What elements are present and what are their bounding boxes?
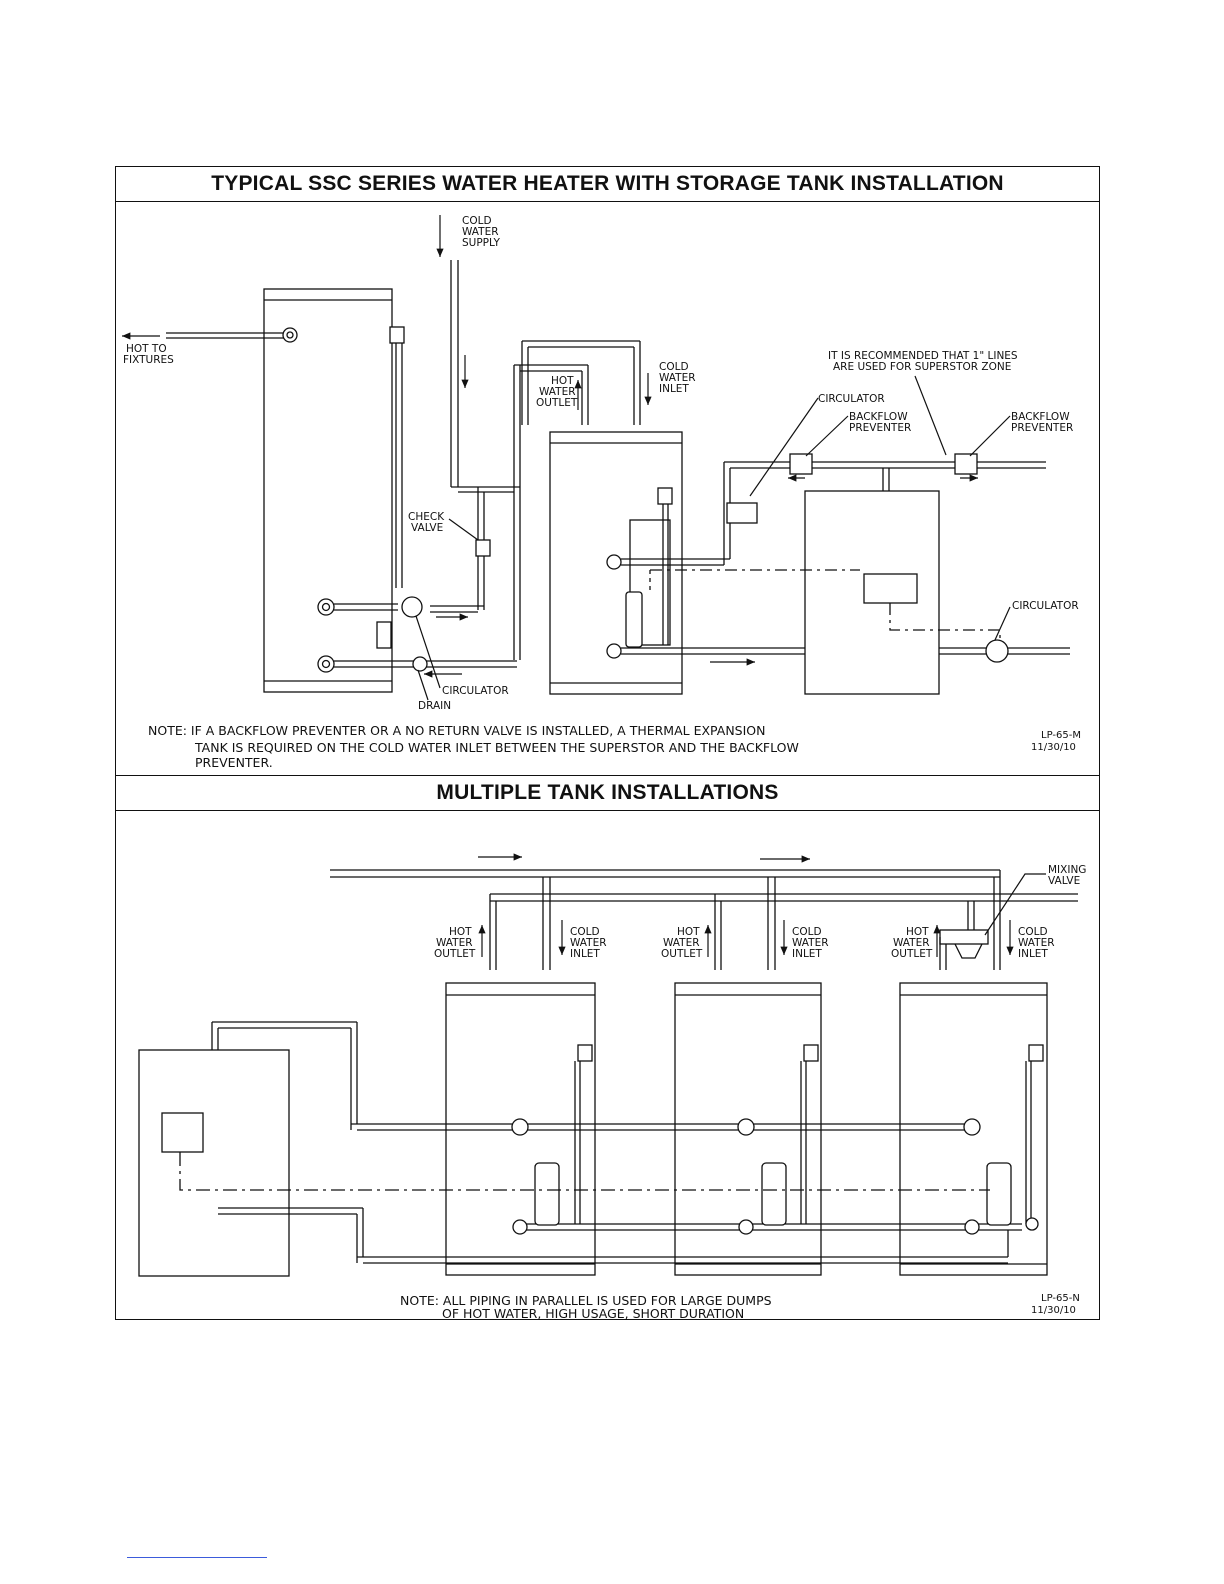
label-recommend-2: ARE USED FOR SUPERSTOR ZONE <box>833 361 1011 373</box>
tank2-hot-label-1: HOT <box>677 926 700 938</box>
bottom-ref-1: LP-65-N <box>1041 1293 1080 1304</box>
label-hot-outlet-1: HOT <box>551 375 574 387</box>
footer-rule <box>127 1557 267 1558</box>
tank1-hot-label-1: HOT <box>449 926 472 938</box>
tank3-hot-label-2: WATER <box>893 937 930 949</box>
top-note-3: PREVENTER. <box>195 755 273 770</box>
top-piping <box>166 260 1070 695</box>
label-hot-fixtures-2: FIXTURES <box>123 354 174 366</box>
label-hot-outlet-2: WATER <box>539 386 576 398</box>
label-cold-supply-3: SUPPLY <box>462 237 500 249</box>
top-note-2: TANK IS REQUIRED ON THE COLD WATER INLET… <box>194 740 799 755</box>
label-hot-outlet-3: OUTLET <box>536 397 578 409</box>
label-backflow-1a: BACKFLOW <box>849 411 908 423</box>
bottom-panel-title: MULTIPLE TANK INSTALLATIONS <box>116 775 1099 811</box>
label-check-valve-2: VALVE <box>411 522 443 534</box>
label-cold-inlet-2: WATER <box>659 372 696 384</box>
top-panel-title: TYPICAL SSC SERIES WATER HEATER WITH STO… <box>116 167 1099 202</box>
diagram-frame: TYPICAL SSC SERIES WATER HEATER WITH STO… <box>115 166 1100 1320</box>
tank2-cold-label-2: WATER <box>792 937 829 949</box>
tank2-hot-label-3: OUTLET <box>661 948 703 960</box>
top-labels: COLD WATER SUPPLY HOT TO FIXTURES HOT WA… <box>123 215 1081 770</box>
label-cold-supply-1: COLD <box>462 215 492 227</box>
tank1-cold-label-3: INLET <box>570 948 600 960</box>
label-circulator-top: CIRCULATOR <box>818 393 885 405</box>
label-backflow-2b: PREVENTER <box>1011 422 1073 434</box>
label-cold-supply-2: WATER <box>462 226 499 238</box>
bottom-flow-arrows <box>478 853 1046 957</box>
tank1-cold-label-1: COLD <box>570 926 600 938</box>
top-ref-2: 11/30/10 <box>1031 742 1076 753</box>
bottom-note-1: NOTE: ALL PIPING IN PARALLEL IS USED FOR… <box>400 1293 772 1308</box>
label-check-valve-1: CHECK <box>408 511 445 523</box>
bottom-piping <box>138 869 1078 1277</box>
label-recommend-1: IT IS RECOMMENDED THAT 1" LINES <box>828 350 1018 362</box>
label-mixing-valve-2: VALVE <box>1048 875 1080 887</box>
top-note-1: NOTE: IF A BACKFLOW PREVENTER OR A NO RE… <box>148 723 766 738</box>
label-backflow-2a: BACKFLOW <box>1011 411 1070 423</box>
tank2-cold-label-3: INLET <box>792 948 822 960</box>
top-ref-1: LP-65-M <box>1041 730 1081 741</box>
bottom-labels: MIXING VALVE HOT WATER OUTLET COLD WATER… <box>400 864 1086 1321</box>
label-backflow-1b: PREVENTER <box>849 422 911 434</box>
boiler-bottom <box>138 1049 290 1277</box>
tank3-hot-label-1: HOT <box>906 926 929 938</box>
tank2-hot-label-2: WATER <box>663 937 700 949</box>
tank3-cold-label-1: COLD <box>1018 926 1048 938</box>
label-mixing-valve-1: MIXING <box>1048 864 1086 876</box>
label-circulator-right: CIRCULATOR <box>1012 600 1079 612</box>
label-hot-fixtures-1: HOT TO <box>126 343 167 355</box>
tank1-hot-label-2: WATER <box>436 937 473 949</box>
tank3-cold-label-3: INLET <box>1018 948 1048 960</box>
storage-tank <box>263 288 393 693</box>
top-flow-arrows <box>122 215 1011 701</box>
tank1-cold-label-2: WATER <box>570 937 607 949</box>
label-circulator-bottom: CIRCULATOR <box>442 685 509 697</box>
bottom-note-2: OF HOT WATER, HIGH USAGE, SHORT DURATION <box>442 1306 744 1321</box>
tank3-cold-label-2: WATER <box>1018 937 1055 949</box>
tank2-cold-label-1: COLD <box>792 926 822 938</box>
bottom-ref-2: 11/30/10 <box>1031 1305 1076 1316</box>
label-cold-inlet-1: COLD <box>659 361 689 373</box>
tank3-hot-label-3: OUTLET <box>891 948 933 960</box>
tank1-hot-label-3: OUTLET <box>434 948 476 960</box>
label-cold-inlet-3: INLET <box>659 383 689 395</box>
label-drain: DRAIN <box>418 700 451 712</box>
